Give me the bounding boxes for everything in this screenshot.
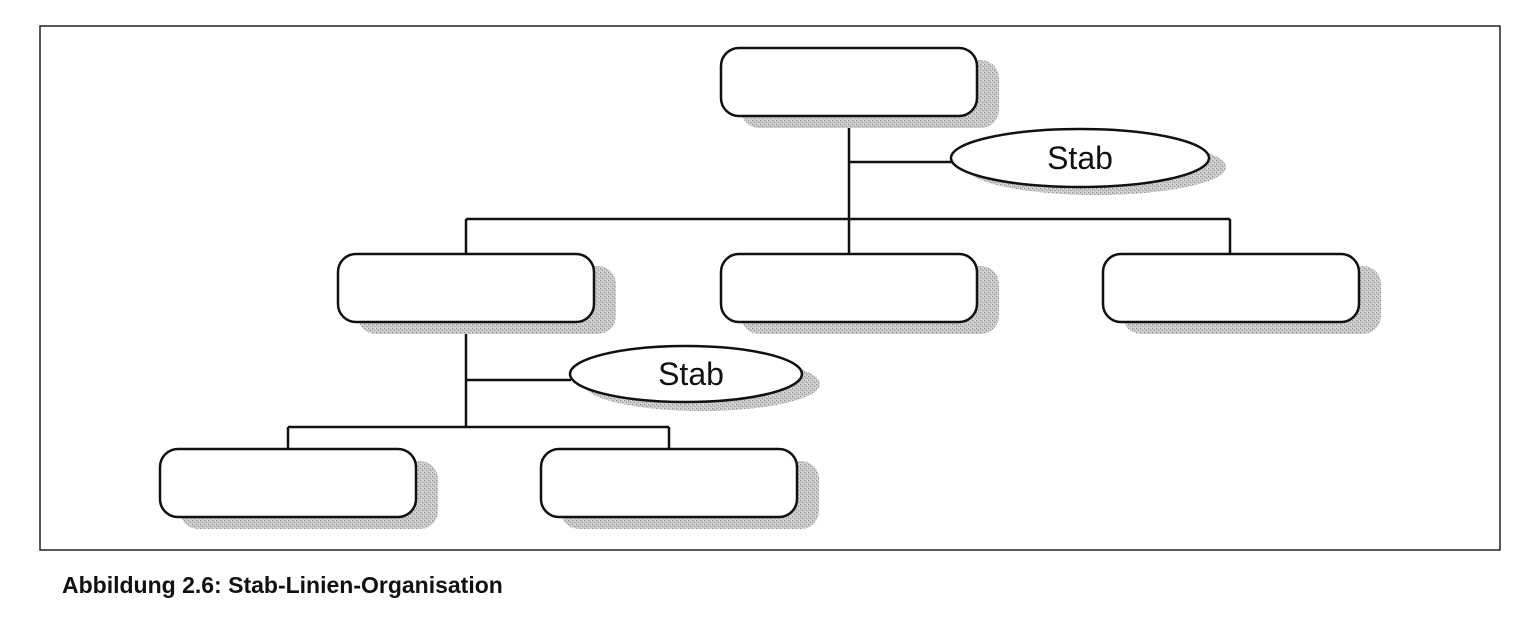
staff-ellipse-sub: Stab — [568, 344, 820, 411]
org-box-level1-left — [336, 252, 616, 334]
box-outline — [158, 447, 418, 519]
org-box-level1-right — [1101, 252, 1381, 334]
org-box-level2-left — [158, 447, 438, 529]
box-outline — [539, 447, 799, 519]
org-box-top — [719, 46, 999, 128]
box-outline — [719, 46, 979, 118]
figure-caption: Abbildung 2.6: Stab-Linien-Organisation — [62, 572, 503, 598]
box-outline — [336, 252, 596, 324]
box-outline — [1101, 252, 1361, 324]
ellipse-outline — [568, 344, 804, 404]
connector-lines — [286, 117, 1232, 449]
staff-ellipse-top: Stab — [949, 127, 1226, 195]
org-box-level2-right — [539, 447, 819, 529]
diagram-frame — [39, 25, 1501, 551]
box-outline — [719, 252, 979, 324]
staff-label-sub: Stab — [658, 356, 724, 392]
org-box-level1-middle — [719, 252, 999, 334]
ellipse-outline — [949, 127, 1211, 189]
staff-label-top: Stab — [1047, 140, 1113, 176]
